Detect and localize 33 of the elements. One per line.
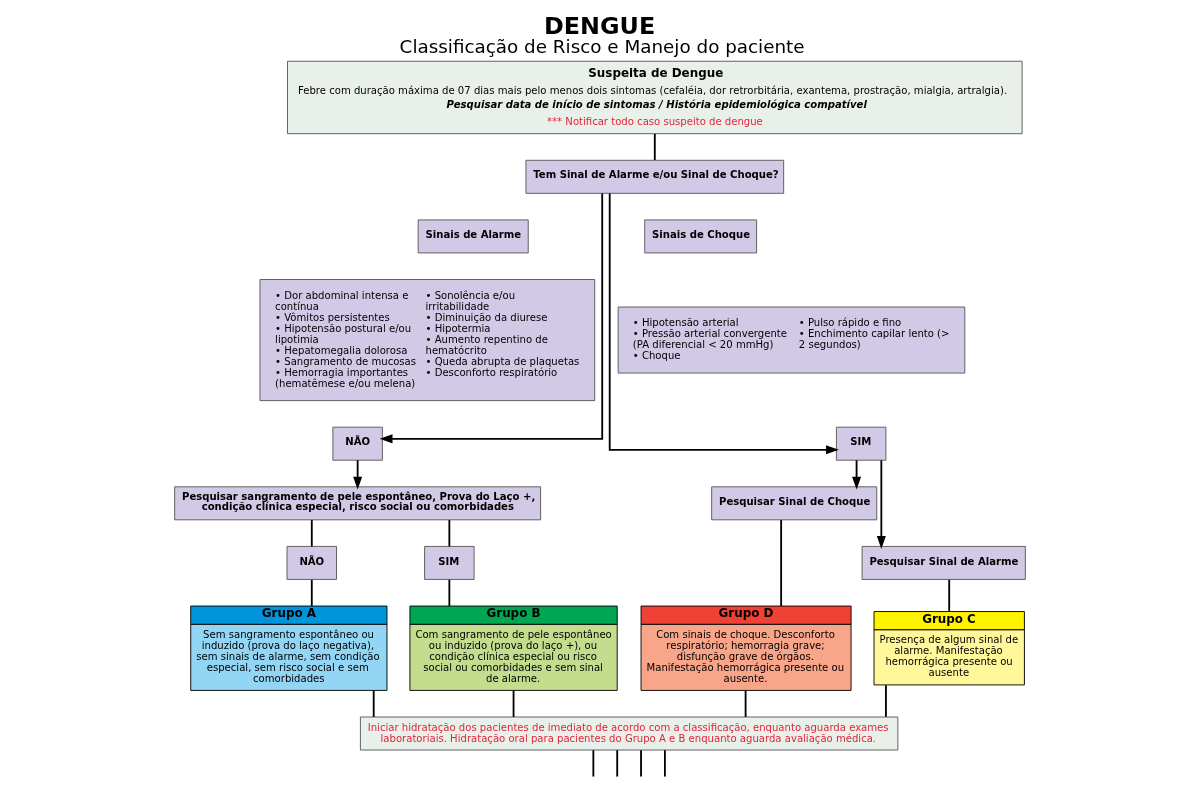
- node-box: NÃO: [286, 545, 337, 580]
- node-box: SIM: [835, 426, 887, 461]
- node-box: Sinais de Choque: [644, 219, 758, 254]
- node-box: Suspeita de Dengue Febre com duração máxima de 07 dias mais pelo menos dois sintomas (cefaléia, dor retrorbitária, exantema, prostração, mialgia, artralgia). Pesquisar data de início de sintomas / História epidemiológica compatível *** Notificar todo caso suspeito de dengue: [287, 60, 1023, 135]
- arrow: [876, 459, 886, 549]
- node-box: • Hipotensão arterial • Pressão arterial convergente (PA diferencial < 20 mmHg) • Choque • Pulso rápido e fino • Enchimento capilar lento (> 2 segundos): [617, 306, 966, 374]
- connector: [448, 578, 451, 607]
- node-box: SIM: [424, 545, 475, 580]
- connector: [744, 689, 747, 718]
- connector: [310, 519, 313, 548]
- connector: [448, 519, 451, 548]
- connector: [653, 132, 656, 161]
- connector: [663, 749, 666, 778]
- connector: [885, 684, 887, 718]
- node-box: Sinais de Alarme: [417, 219, 529, 254]
- node-box: Pesquisar Sinal de Alarme: [861, 545, 1026, 580]
- connector: [592, 749, 595, 778]
- node-box: • Dor abdominal intensa e contínua • Vômitos persistentes • Hipotensão postural e/ou lipotimia • Hepatomegalia dolorosa • Sangramento de mucosas • Hemorragia importantes (hematêmese e/ou melena) • Sonolência e/ou irritabilidade • Diminuição da diurese • Hipotermia • Aumento repentino de hematócrito • Queda abrupta de plaquetas • Desconforto respiratório: [259, 279, 596, 402]
- node-box: Tem Sinal de Alarme e/ou Sinal de Choque?: [525, 159, 785, 194]
- arrow: [353, 459, 363, 490]
- arrow: [608, 192, 839, 455]
- connector: [640, 749, 642, 778]
- node-box: Pesquisar sangramento de pele espontâneo, Prova do Laço +, condição clínica especial, risco social ou comorbidades: [174, 486, 542, 521]
- node-box: Iniciar hidratação dos pacientes de imediato de acordo com a classificação, enquanto aguarda exames laboratoriais. Hidratação oral para pacientes do Grupo A e B enquanto aguarda avaliação médica.: [359, 716, 899, 751]
- connector: [780, 519, 783, 607]
- arrow: [379, 192, 604, 444]
- connector: [512, 689, 515, 718]
- node-box: NÃO: [332, 426, 383, 461]
- connector: [948, 578, 951, 613]
- connector: [372, 689, 375, 718]
- connector: [616, 749, 619, 778]
- node-box: Pesquisar Sinal de Choque: [711, 486, 878, 521]
- connector: [310, 578, 313, 607]
